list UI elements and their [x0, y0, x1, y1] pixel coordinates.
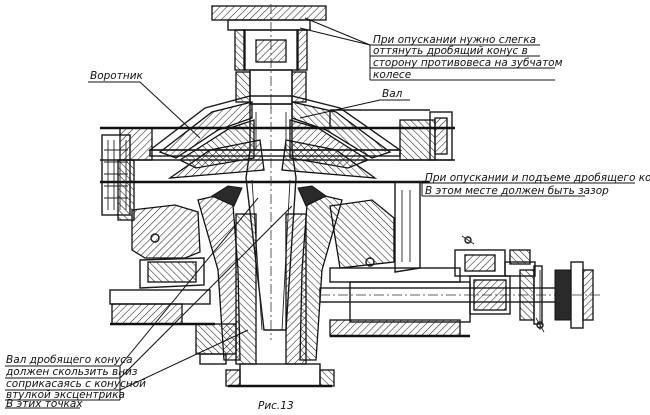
top-neck-assembly [211, 4, 327, 112]
upper-housing-flange [100, 109, 455, 221]
callout-bottom-left-line-1: Вал дробящего конуса [6, 354, 133, 366]
callout-bottom-left-line-3: соприкасаясь с конусной [6, 378, 146, 390]
callout-bottom-left: Вал дробящего конуса должен скользить вн… [5, 354, 146, 410]
callout-middle-right-line-2: В этом месте должен быть зазор [425, 185, 609, 197]
callout-top-right-line-1: При опускании нужно слегка [373, 34, 536, 46]
callout-middle-right: При опускании и подъеме дробящего конуса… [425, 172, 650, 197]
label-val: Вал [382, 88, 403, 100]
callout-top-right-line-4: колесе [373, 69, 411, 81]
callout-middle-right-line-1: При опускании и подъеме дробящего конуса [425, 172, 650, 184]
callout-top-right: При опускании нужно слегка оттянуть дроб… [373, 34, 563, 81]
callout-bottom-left-line-4: втулкой эксцентрика [6, 389, 125, 401]
leader-lines [5, 17, 635, 409]
bolt-details [150, 233, 545, 333]
crushing-cone-dome [147, 95, 403, 179]
right-frame-gear-housing [329, 181, 536, 338]
drive-shaft [319, 261, 600, 330]
callout-bottom-left-line-2: должен скользить вниз [5, 366, 138, 378]
left-frame [109, 204, 237, 365]
callout-top-right-line-2: оттянуть дробящий конус в [373, 45, 528, 57]
figure-caption: Рис.13 [258, 400, 294, 412]
eccentric-bushing-body [197, 185, 343, 388]
callout-top-right-line-3: сторону противовеса на зубчатом [373, 57, 563, 69]
label-vorotnik: Воротник [90, 70, 144, 82]
callout-bottom-left-line-5: В этих точках [6, 398, 83, 410]
